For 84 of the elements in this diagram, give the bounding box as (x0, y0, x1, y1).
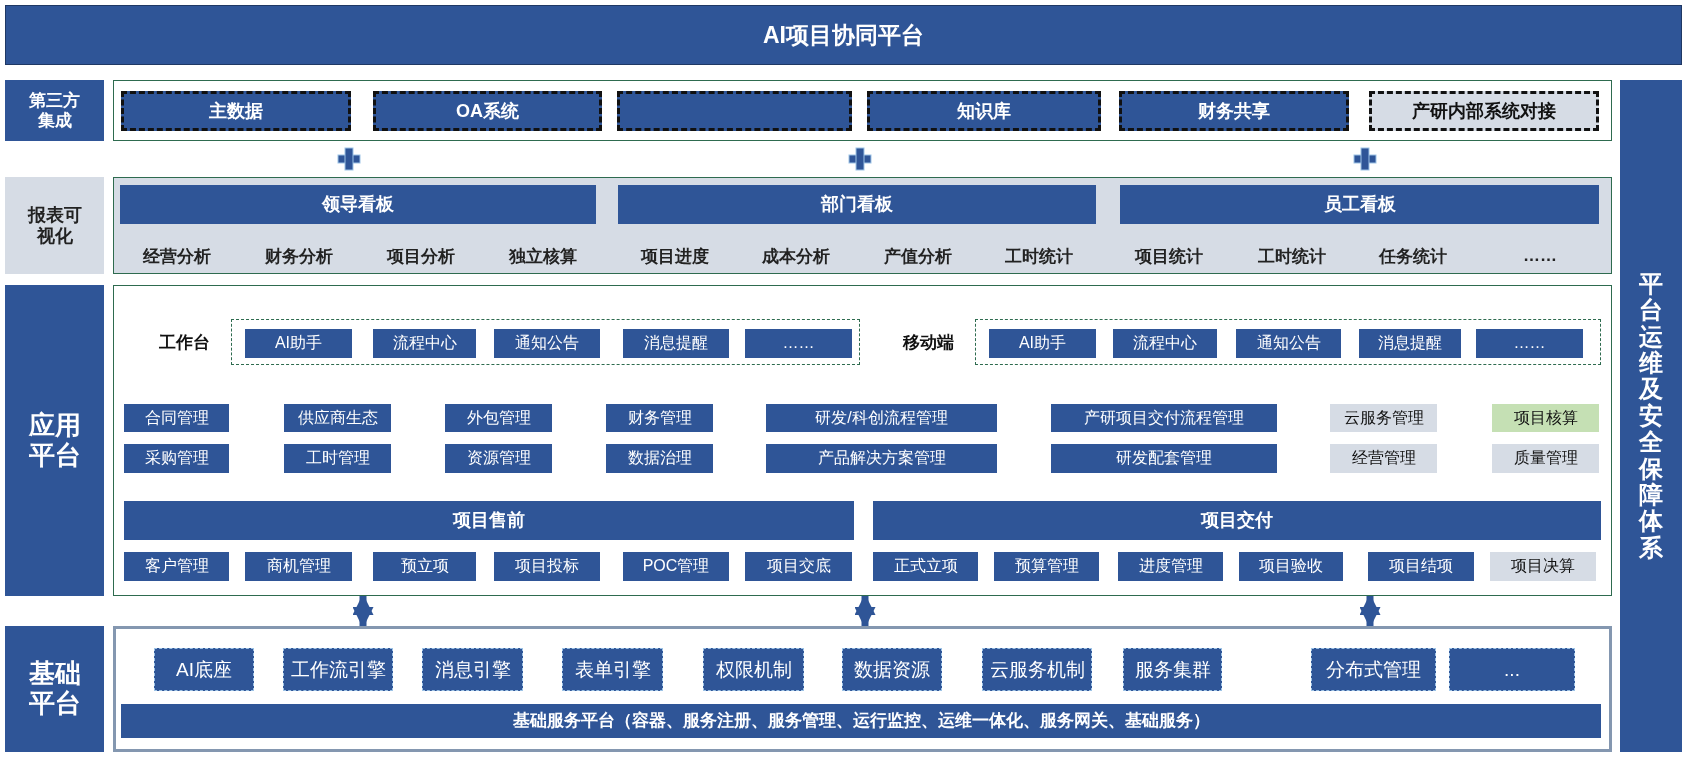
side-banner: 平台运维及安全保障体系 (1620, 80, 1682, 752)
metric-label: 独立核算 (509, 245, 577, 268)
module-box: AI助手 (989, 329, 1096, 358)
module-box: 项目投标 (494, 552, 600, 581)
module-box: 外包管理 (445, 404, 552, 432)
metric-label: 任务统计 (1379, 245, 1447, 268)
module-box: 产品解决方案管理 (766, 444, 997, 473)
module-box: 项目验收 (1239, 552, 1343, 581)
integration-box: OA系统 (373, 91, 602, 131)
group-heading: 移动端 (901, 331, 955, 354)
module-box: 经营管理 (1330, 444, 1437, 473)
service-box: AI底座 (154, 648, 254, 691)
service-box: 分布式管理 (1311, 648, 1436, 691)
metric-label: 工时统计 (1258, 245, 1326, 268)
module-box: 项目结项 (1368, 552, 1474, 581)
layer-label: 报表可视化 (5, 177, 104, 274)
module-box: 项目交底 (745, 552, 852, 581)
service-box: ... (1449, 648, 1575, 691)
module-box: 项目决算 (1490, 552, 1596, 581)
section-header: 部门看板 (618, 185, 1096, 224)
integration-box: 财务共享 (1119, 91, 1349, 131)
layer-panel (113, 177, 1612, 274)
module-box: 商机管理 (245, 552, 352, 581)
metric-label: 工时统计 (1005, 245, 1073, 268)
metric-label: 项目统计 (1135, 245, 1203, 268)
module-box: …… (745, 329, 852, 358)
module-box: 质量管理 (1492, 444, 1599, 473)
section-header: 领导看板 (120, 185, 596, 224)
group-heading: 工作台 (157, 331, 211, 354)
section-header: 项目交付 (873, 501, 1601, 540)
metric-label: …… (1523, 246, 1557, 266)
module-box: 供应商生态 (284, 404, 391, 432)
module-box: …… (1476, 329, 1583, 358)
module-box: 研发/科创流程管理 (766, 404, 997, 432)
metric-label: 成本分析 (762, 245, 830, 268)
service-box: 工作流引擎 (283, 648, 393, 691)
module-box: POC管理 (623, 552, 729, 581)
module-box: 合同管理 (124, 404, 229, 432)
module-box: 研发配套管理 (1051, 444, 1277, 473)
integration-box (617, 91, 852, 131)
module-box: 财务管理 (606, 404, 713, 432)
module-box: 流程中心 (1113, 329, 1217, 358)
module-box: 云服务管理 (1330, 404, 1437, 432)
module-box: 流程中心 (373, 329, 476, 358)
layer-panel (113, 285, 1612, 596)
section-header: 员工看板 (1120, 185, 1599, 224)
module-box: 资源管理 (445, 444, 552, 473)
module-box: 进度管理 (1118, 552, 1223, 581)
layer-label: 应用平台 (5, 285, 104, 596)
integration-box: 知识库 (867, 91, 1101, 131)
service-box: 消息引擎 (422, 648, 523, 691)
layer-panel (113, 80, 1612, 141)
metric-label: 项目进度 (641, 245, 709, 268)
module-box: 客户管理 (124, 552, 229, 581)
module-box: AI助手 (245, 329, 352, 358)
platform-bar: 基础服务平台（容器、服务注册、服务管理、运行监控、运维一体化、服务网关、基础服务） (121, 704, 1601, 738)
service-box: 数据资源 (842, 648, 942, 691)
module-box: 预立项 (373, 552, 476, 581)
layer-label: 基础平台 (5, 626, 104, 752)
module-box: 通知公告 (494, 329, 600, 358)
layer-panel (113, 626, 1612, 752)
service-box: 服务集群 (1123, 648, 1222, 691)
integration-box: 主数据 (121, 91, 351, 131)
module-box: 通知公告 (1236, 329, 1341, 358)
module-box: 项目核算 (1492, 404, 1599, 432)
module-box: 正式立项 (873, 552, 978, 581)
module-box: 采购管理 (124, 444, 229, 473)
module-box: 数据治理 (606, 444, 713, 473)
module-box: 消息提醒 (1359, 329, 1461, 358)
service-box: 云服务机制 (982, 648, 1092, 691)
metric-label: 财务分析 (265, 245, 333, 268)
metric-label: 项目分析 (387, 245, 455, 268)
service-box: 权限机制 (703, 648, 804, 691)
module-box: 消息提醒 (623, 329, 729, 358)
integration-box: 产研内部系统对接 (1369, 91, 1599, 131)
service-box: 表单引擎 (562, 648, 663, 691)
module-box: 产研项目交付流程管理 (1051, 404, 1277, 432)
title-banner: AI项目协同平台 (5, 5, 1682, 65)
module-box: 工时管理 (284, 444, 391, 473)
metric-label: 经营分析 (143, 245, 211, 268)
metric-label: 产值分析 (884, 245, 952, 268)
section-header: 项目售前 (124, 501, 854, 540)
layer-label: 第三方集成 (5, 80, 104, 141)
module-box: 预算管理 (994, 552, 1099, 581)
